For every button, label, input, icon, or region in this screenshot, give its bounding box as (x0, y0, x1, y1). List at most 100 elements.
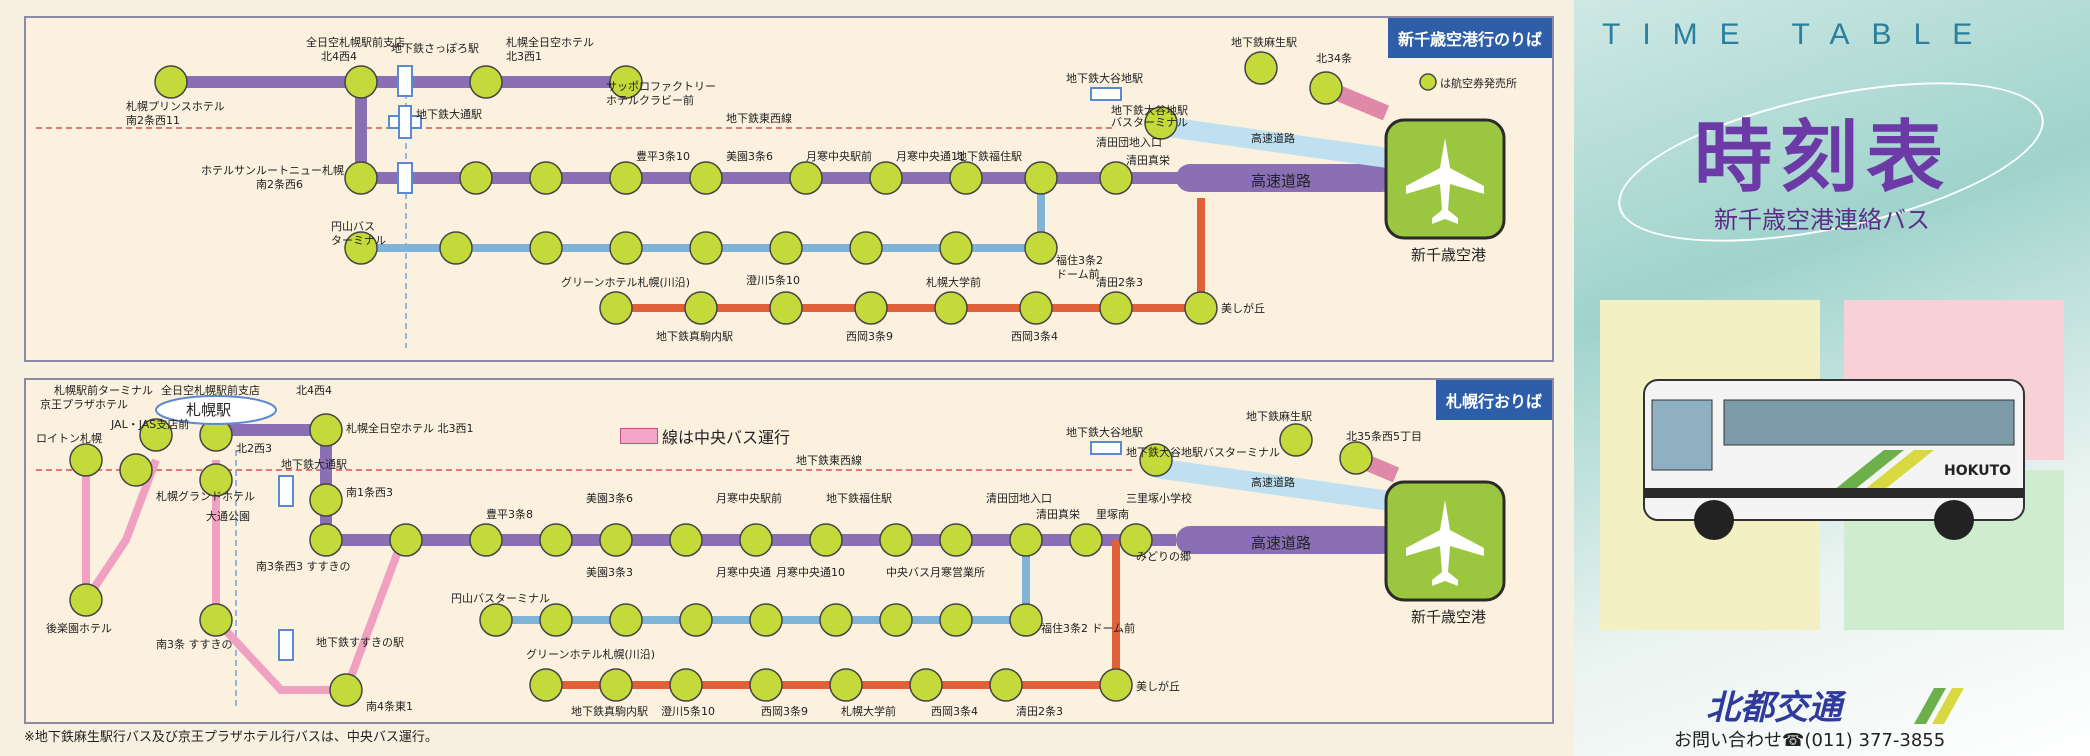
label: 福住3条2 (1056, 253, 1103, 267)
label: 豊平3条8 (486, 507, 533, 521)
footnote: ※地下鉄麻生駅行バス及び京王プラザホテル行バスは、中央バス運行。 (24, 730, 438, 745)
label: 西岡3条9 (761, 704, 808, 718)
label: 大通公園 (206, 509, 250, 523)
label: 地下鉄大通駅 (281, 457, 347, 471)
label: 地下鉄真駒内駅 (571, 704, 648, 718)
label: 清田真栄 (1126, 153, 1170, 167)
label: 北34条 (1316, 51, 1352, 65)
label: 高速道路 (1251, 534, 1311, 552)
label: 新千歳空港 (1411, 246, 1486, 264)
time-table-heading: TIME TABLE (1602, 18, 1995, 51)
label: 札幌プリンスホテル (126, 99, 225, 113)
label: 美しが丘 (1136, 679, 1180, 693)
label: 清田団地入口 (1096, 136, 1162, 149)
label: 美園3条3 (586, 565, 633, 579)
label: グリーンホテル札幌(川沿) (561, 275, 690, 289)
label: 南3条西3 すすきの (256, 559, 351, 573)
label: 豊平3条10 (636, 149, 690, 163)
label: 札幌大学前 (841, 704, 896, 718)
label: 地下鉄麻生駅 (1246, 409, 1312, 423)
company-stripe-logo (1914, 688, 1964, 724)
label: ホテルクラビー前 (606, 93, 694, 107)
label: グリーンホテル札幌(川沿) (526, 647, 655, 661)
label: 南2条西6 (256, 177, 303, 191)
label: 里塚南 (1096, 508, 1129, 521)
label: 西岡3条4 (931, 704, 978, 718)
label: 地下鉄大谷地駅 (1066, 425, 1143, 439)
label: 北4西4 (321, 50, 357, 63)
label: 札幌駅前ターミナル (54, 383, 153, 397)
airport-bound-map-panel: 新千歳空港行のりば (24, 16, 1554, 362)
panel-title: 新千歳空港行のりば (1387, 18, 1552, 58)
label: 美園3条6 (586, 491, 633, 505)
label: 札幌全日空ホテル (506, 35, 594, 49)
label: 地下鉄大谷地駅 (1066, 71, 1143, 85)
label: 高速道路 (1251, 475, 1295, 489)
label: 高速道路 (1251, 131, 1295, 145)
label: 月寒中央駅前 (716, 491, 782, 505)
label: 高速道路 (1251, 172, 1311, 190)
label: 福住3条2 ドーム前 (1041, 621, 1135, 635)
label: JAL・JAS支店前 (110, 417, 189, 431)
panel-title: 札幌行おりば (1435, 380, 1552, 420)
legend-swatch (620, 428, 658, 444)
label: サッポロファクトリー (606, 80, 716, 93)
label: 西岡3条4 (1011, 329, 1058, 343)
label: 中央バス月寒営業所 (886, 565, 985, 579)
contact-phone: お問い合わせ☎(011) 377-3855 (1674, 730, 1946, 751)
label: 澄川5条10 (661, 704, 715, 718)
label: 美園3条6 (726, 149, 773, 163)
label: 地下鉄東西線 (796, 453, 862, 467)
label: 円山バスターミナル (451, 592, 550, 605)
label: 北35条西5丁目 (1346, 429, 1422, 443)
label: 清田真栄 (1036, 507, 1080, 521)
label: は航空券発売所 (1440, 76, 1517, 90)
label: 全日空札幌駅前支店 (306, 35, 405, 49)
label: 地下鉄福住駅 (826, 491, 892, 505)
label: みどりの郷 (1136, 549, 1191, 563)
label: 澄川5条10 (746, 273, 800, 287)
label: 三里塚小学校 (1126, 491, 1192, 505)
label: 新千歳空港 (1411, 608, 1486, 626)
label: ロイトン札幌 (36, 431, 102, 445)
label: 美しが丘 (1221, 301, 1265, 315)
bus-brand: HOKUTO (1944, 463, 2011, 479)
label: 地下鉄大谷地駅バスターミナル (1126, 445, 1280, 459)
label: 地下鉄福住駅 (956, 149, 1022, 163)
label: 清田団地入口 (986, 492, 1052, 505)
label: 南1条西3 (346, 485, 393, 499)
label: ターミナル (331, 234, 386, 247)
label: ドーム前 (1056, 267, 1100, 281)
label: 西岡3条9 (846, 329, 893, 343)
sapporo-bound-map-panel: 札幌行おりば 札幌駅 (24, 378, 1554, 724)
label: 北3西1 (506, 50, 542, 63)
label: 地下鉄麻生駅 (1231, 35, 1297, 49)
label: 地下鉄大谷地駅 (1111, 103, 1188, 117)
company-logo-text: 北都交通 (1706, 688, 1842, 728)
label: 月寒中央駅前 (806, 149, 872, 163)
label: 京王プラザホテル (40, 397, 128, 411)
label: 清田2条3 (1096, 275, 1143, 289)
label: 札幌グランドホテル (156, 489, 255, 503)
route-map-svg: 札幌駅 札幌駅前ターミナル 京王プラザホテル 全日空札幌駅前支店 北4西4 札幌… (36, 383, 1506, 718)
label: ホテルサンルートニュー札幌 (201, 163, 344, 177)
label: 月寒中央通10 (776, 565, 845, 579)
label: 清田2条3 (1016, 704, 1063, 718)
label: 地下鉄東西線 (726, 111, 792, 125)
label: 全日空札幌駅前支店 (161, 383, 260, 397)
timetable-cover: TIME TABLE 時刻表 新千歳空港連絡バス HOKUTO 北都交通 お問い… (1574, 0, 2090, 756)
label: 円山バス (331, 220, 375, 233)
label: 月寒中央通11 (896, 149, 965, 163)
label: 地下鉄さっぽろ駅 (391, 41, 479, 55)
bus-illustration: HOKUTO (1643, 379, 2025, 540)
label: 札幌全日空ホテル 北3西1 (346, 421, 474, 435)
label: 南2条西11 (126, 113, 180, 127)
label: 地下鉄大通駅 (416, 107, 482, 121)
label: バスターミナル (1111, 116, 1188, 129)
page-subtitle: 新千歳空港連絡バス (1714, 206, 1930, 234)
label: 札幌大学前 (926, 275, 981, 289)
label: 北4西4 (296, 384, 332, 397)
legend-text: 線は中央バス運行 (662, 428, 791, 447)
label: 後楽園ホテル (46, 621, 112, 635)
label: 月寒中央通 (716, 565, 771, 579)
